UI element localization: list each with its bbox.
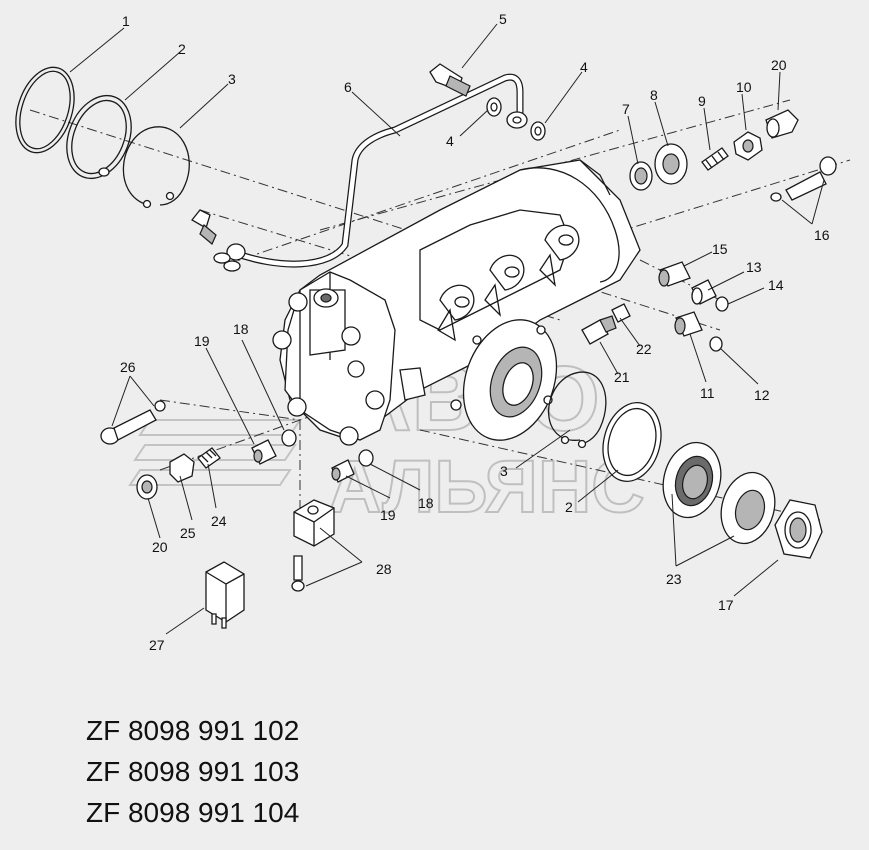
label-3-lower: 3	[500, 463, 508, 479]
banjo-fitting-left	[191, 209, 241, 272]
label-17: 17	[718, 597, 734, 613]
label-8: 8	[650, 87, 658, 103]
plug-11	[674, 311, 703, 337]
plug-20-lower	[136, 474, 158, 500]
part-number-1: ZF 8098 991 102	[86, 715, 300, 746]
label-20-top: 20	[771, 57, 787, 73]
switch-21	[581, 315, 617, 345]
label-16: 16	[814, 227, 830, 243]
circlip-3-lower	[548, 371, 607, 449]
seal-7	[629, 161, 653, 191]
label-18-left: 18	[233, 321, 249, 337]
relay-27	[205, 561, 245, 629]
part-number-2: ZF 8098 991 103	[86, 756, 300, 787]
bolt-26	[100, 400, 166, 445]
plug-19-right	[331, 459, 355, 483]
label-10: 10	[736, 79, 752, 95]
circlip-3	[122, 126, 190, 209]
label-21: 21	[614, 369, 630, 385]
label-12: 12	[754, 387, 770, 403]
spring-9	[701, 147, 729, 171]
label-11: 11	[700, 385, 715, 401]
label-19-right: 19	[380, 507, 396, 523]
label-27: 27	[149, 637, 165, 653]
label-20-lower: 20	[152, 539, 168, 555]
banjo-bolt-5	[429, 63, 471, 97]
label-2: 2	[178, 41, 186, 57]
label-4-left: 4	[446, 133, 454, 149]
ring-2-lower	[602, 402, 662, 482]
part-number-list: ZF 8098 991 102 ZF 8098 991 103 ZF 8098 …	[86, 710, 299, 833]
watermark-line2: АЛЬЯНС	[328, 445, 645, 528]
washer-18-right	[358, 449, 374, 467]
label-5: 5	[499, 11, 507, 27]
seal-23a	[662, 441, 722, 519]
label-6: 6	[344, 79, 352, 95]
plug-13	[691, 279, 717, 305]
block-28	[291, 499, 335, 592]
label-22: 22	[636, 341, 652, 357]
cover-8	[654, 143, 688, 185]
label-14: 14	[768, 277, 784, 293]
washer-12	[709, 336, 723, 352]
plug-15	[658, 261, 691, 287]
label-23: 23	[666, 571, 682, 587]
ring-2	[66, 94, 132, 180]
part-number-3: ZF 8098 991 104	[86, 797, 300, 828]
label-3: 3	[228, 71, 236, 87]
spring-24	[197, 447, 221, 469]
callout-labels: 1 2 3 5 6 4 4 7 8 9 10 20 16 15 13 14 22…	[120, 11, 830, 653]
oil-pipe-6	[226, 73, 528, 268]
label-28: 28	[376, 561, 392, 577]
plug-19-left	[251, 439, 277, 465]
washer-18-left	[281, 429, 297, 447]
label-4-top: 4	[580, 59, 588, 75]
label-2-lower: 2	[565, 499, 573, 515]
label-1: 1	[122, 13, 130, 29]
label-26: 26	[120, 359, 136, 375]
ring-1	[15, 66, 75, 154]
label-24: 24	[211, 513, 227, 529]
washer-14	[715, 296, 729, 312]
main-housing	[272, 159, 641, 446]
label-15: 15	[712, 241, 728, 257]
label-25: 25	[180, 525, 196, 541]
leader-lines	[69, 23, 825, 635]
label-9: 9	[698, 93, 706, 109]
label-19-left: 19	[194, 333, 210, 349]
label-13: 13	[746, 259, 762, 275]
pin-16	[770, 156, 837, 202]
seal-23b	[720, 471, 776, 545]
nut-17	[774, 499, 823, 559]
switch-22	[611, 303, 631, 323]
nut-25	[169, 453, 195, 483]
plug-20-top	[765, 109, 799, 139]
label-18-right: 18	[418, 495, 434, 511]
washers-4	[486, 97, 546, 141]
label-7: 7	[622, 101, 630, 117]
nut-10	[733, 131, 763, 161]
